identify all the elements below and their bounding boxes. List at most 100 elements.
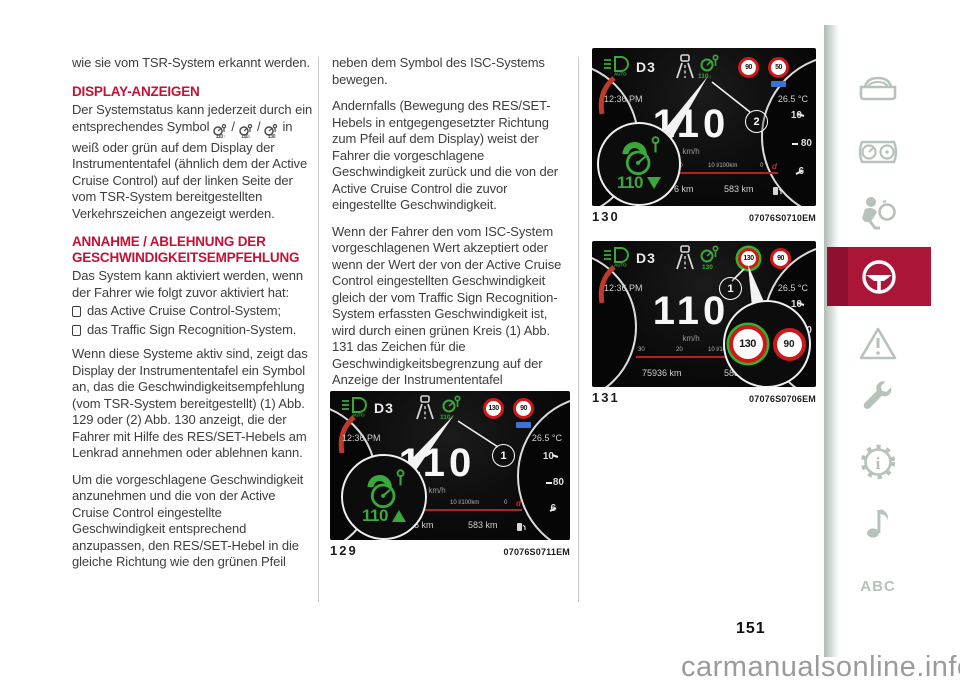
gauge-label: 80 xyxy=(552,477,564,488)
square-bullet-icon xyxy=(72,306,81,317)
lane-road-icon xyxy=(672,53,698,84)
suggested-speed: 110 xyxy=(362,506,388,525)
gauge-label: 6 xyxy=(550,503,556,514)
sidebar-item-multimedia[interactable] xyxy=(852,500,904,544)
svg-text:AUTO: AUTO xyxy=(352,413,365,418)
auto-headlight-icon: AUTO xyxy=(602,247,630,272)
consumption-scale-label: 20 xyxy=(676,347,683,353)
gauge-label: 10 xyxy=(790,110,802,121)
watermark: carmanualsonline.info xyxy=(681,651,960,683)
fuel-range: 583 km xyxy=(468,520,498,530)
sidebar-item-emergency[interactable] xyxy=(852,322,904,366)
lane-road-icon xyxy=(672,244,698,275)
diesel-label: d xyxy=(516,499,521,508)
figure-number: 129 xyxy=(330,543,358,558)
gear-indicator: D3 xyxy=(374,400,394,416)
dashboard-gauges-icon xyxy=(858,140,898,164)
no-overtaking-badge xyxy=(516,422,531,428)
figure-code: 07076S0711EM xyxy=(503,547,570,557)
gear-indicator: D3 xyxy=(636,59,656,75)
instrument-cluster-image: AUTO D3 130 130 90 12:36 PM 26.5 °C 110 … xyxy=(592,241,816,387)
cruise-suggestion-icon xyxy=(700,54,720,77)
consumption-bar xyxy=(636,172,778,174)
sidebar-item-driving-active[interactable] xyxy=(827,247,931,306)
speed-limit-sign-130: 130 xyxy=(483,398,504,419)
square-bullet-icon xyxy=(72,324,81,336)
speed-limit-sign-90: 90 xyxy=(513,398,534,419)
paragraph: neben dem Symbol des ISC-Systems bewegen… xyxy=(332,55,545,87)
suggested-speed: 110 xyxy=(617,173,643,192)
consumption-scale-label: 0 xyxy=(504,500,508,506)
gauge-label: 10 xyxy=(542,451,554,462)
sidebar-item-instrument-panel[interactable] xyxy=(852,130,904,174)
figure-caption: 131 07076S0706EM xyxy=(592,390,816,405)
text-column-2: neben dem Symbol des ISC-Systems bewegen… xyxy=(332,55,574,415)
fuel-range: 583 km xyxy=(724,184,754,194)
callout-1: 1 xyxy=(492,444,515,467)
paragraph: Andernfalls (Bewegung des RES/SET-Hebels… xyxy=(332,98,558,212)
consumption-scale-label: 10 l/100km xyxy=(708,163,738,169)
no-overtaking-badge xyxy=(771,81,786,87)
sidebar-gradient xyxy=(824,25,839,657)
magnifier-signs: 130 90 xyxy=(723,300,811,387)
speed-limit-sign-130-highlighted: 130 xyxy=(728,325,767,363)
instrument-cluster-image: AUTO D3 110↑ 130 90 12:36 PM 26.5 °C 110… xyxy=(330,391,570,540)
paragraph: Wenn diese Systeme aktiv sind, zeigt das… xyxy=(72,346,308,460)
speed-limit-sign-90: 90 xyxy=(770,248,791,269)
consumption-scale-label: 0 xyxy=(760,163,764,169)
auto-headlight-icon: AUTO xyxy=(602,56,630,81)
diesel-label: d xyxy=(772,162,777,171)
tsr-symbol-down-icon: 110↓ xyxy=(238,123,253,140)
sidebar-item-maintenance[interactable] xyxy=(852,376,904,420)
consumption-bar xyxy=(374,509,522,511)
speed-unit: km/h xyxy=(682,147,700,156)
column-divider xyxy=(318,57,319,602)
callout-1: 1 xyxy=(719,277,742,300)
figure-130: AUTO D3 110↓ 90 50 12:36 PM 26.5 °C 110 … xyxy=(592,48,816,224)
speed-limit-sign-130-highlighted: 130 xyxy=(738,248,759,269)
figure-number: 130 xyxy=(592,209,620,224)
gear-indicator: D3 xyxy=(636,250,656,266)
arrow-up-icon xyxy=(391,510,406,522)
isc-green-icon xyxy=(622,136,660,175)
clock: 12:36 PM xyxy=(342,433,381,443)
sidebar-item-vehicle[interactable] xyxy=(852,67,904,111)
magnifier-cruise-icon: 110 xyxy=(341,454,427,540)
figure-number: 131 xyxy=(592,390,620,405)
paragraph: Um die vorgeschlagene Geschwindigkeit an… xyxy=(72,471,304,570)
auto-headlight-icon: AUTO xyxy=(340,397,368,422)
speed-value: 110 xyxy=(652,289,730,333)
outside-temperature: 26.5 °C xyxy=(777,94,808,104)
tsr-symbol-value-icon: 130 xyxy=(264,123,279,140)
cruise-suggestion-value: 110↓ xyxy=(698,73,712,80)
speed-unit: km/h xyxy=(428,486,446,495)
arrow-down-icon xyxy=(646,177,661,189)
sidebar-item-technical-info[interactable]: i xyxy=(852,440,904,484)
paragraph: Wenn der Fahrer den vom ISC-System vorge… xyxy=(332,223,562,404)
cruise-suggestion-value: 130 xyxy=(702,264,713,271)
callout-2: 2 xyxy=(745,110,768,133)
isc-green-icon xyxy=(367,469,405,508)
section-heading-annahme: ANNAHME / ABLEHNUNG DER GESCHWINDIGKEITS… xyxy=(72,234,300,265)
consumption-scale-label: 10 l/100km xyxy=(450,500,480,506)
airbag-person-icon xyxy=(862,197,896,230)
cruise-suggestion-icon xyxy=(700,245,720,268)
column-divider xyxy=(578,57,579,602)
page-number: 151 xyxy=(736,620,766,637)
consumption-scale-label: 10 l/100km xyxy=(708,347,737,353)
music-note-icon xyxy=(867,509,889,538)
text-column-1: wie sie vom TSR-System erkannt werden. D… xyxy=(72,55,314,581)
svg-text:i: i xyxy=(876,454,881,473)
sidebar-item-index[interactable]: ABC xyxy=(852,564,904,608)
section-heading-display: DISPLAY-ANZEIGEN xyxy=(72,83,200,99)
fuel-pump-icon xyxy=(516,519,526,537)
tsr-symbol-up-icon: 110↑ xyxy=(213,123,228,140)
sidebar-item-safety[interactable] xyxy=(852,192,904,236)
figure-caption: 130 07076S0710EM xyxy=(592,209,816,224)
instrument-cluster-image: AUTO D3 110↓ 90 50 12:36 PM 26.5 °C 110 … xyxy=(592,48,816,206)
list-item: das Active Cruise Control-System; xyxy=(72,303,314,320)
figure-131: AUTO D3 130 130 90 12:36 PM 26.5 °C 110 … xyxy=(592,241,816,405)
cruise-suggestion-icon xyxy=(442,395,462,418)
odometer: 6 km xyxy=(414,520,434,530)
speed-limit-sign-90: 90 xyxy=(738,57,759,78)
